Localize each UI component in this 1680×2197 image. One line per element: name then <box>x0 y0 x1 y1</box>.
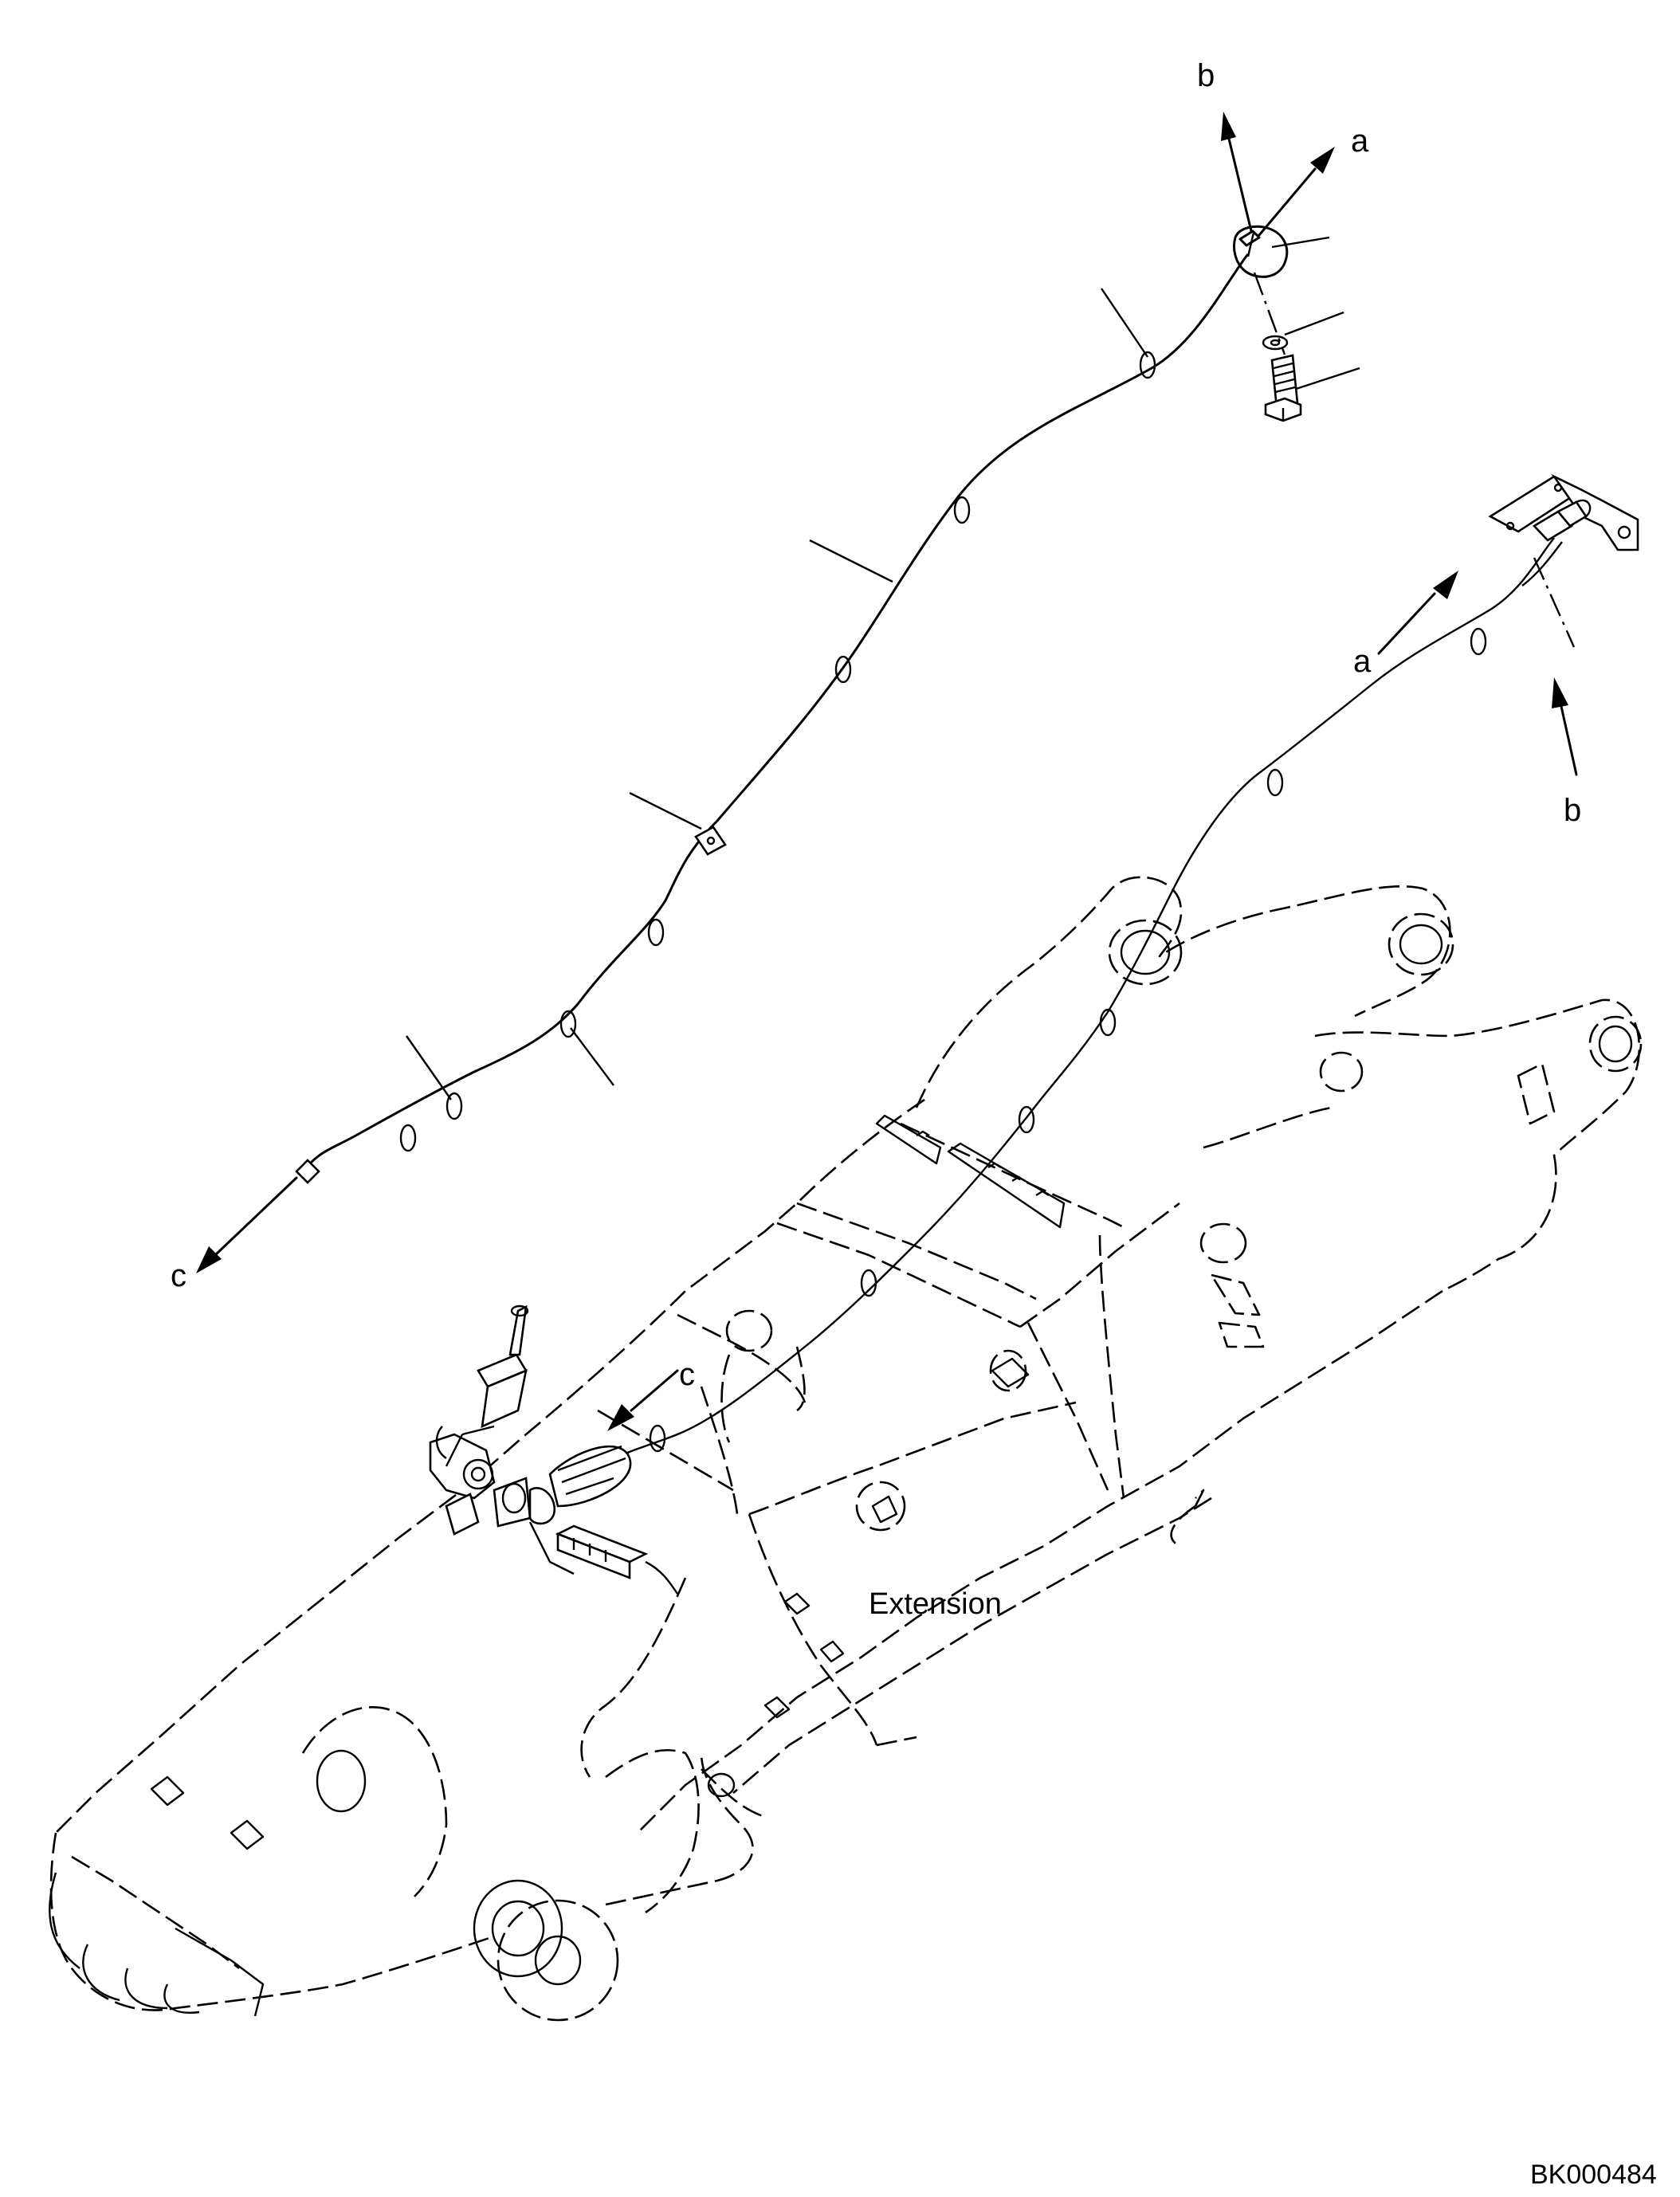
drawing-code: BK000484 <box>1530 2160 1657 2190</box>
label-b-right: b <box>1564 793 1581 828</box>
leader-clip <box>629 791 702 830</box>
boom-tie-6 <box>649 1424 666 1453</box>
label-b-top: b <box>1197 58 1215 93</box>
cable-tie-2 <box>953 496 971 524</box>
leader-cable <box>809 539 893 583</box>
leader-tie-6 <box>570 1027 614 1086</box>
harness-clamp-top <box>1233 225 1289 278</box>
label-a-right: a <box>1353 644 1372 679</box>
leader-bolt <box>1290 367 1360 392</box>
valve-assembly <box>429 1304 678 1595</box>
arrow-a-right <box>1377 571 1458 655</box>
extension-label: Extension <box>869 1587 1002 1621</box>
arrow-b-right <box>1552 677 1578 776</box>
washer <box>1262 335 1289 351</box>
bolt <box>1264 354 1302 422</box>
harness-clip-center <box>694 826 727 856</box>
arrow-a-top <box>1258 147 1335 237</box>
boom-tie-2 <box>1266 768 1284 797</box>
boom-tie-4 <box>1018 1105 1035 1134</box>
label-c-mid: c <box>679 1357 695 1392</box>
cable-tie-8 <box>399 1124 417 1152</box>
boom-extension <box>49 876 1643 2022</box>
boom-tie-5 <box>860 1269 877 1297</box>
leader-tie-1 <box>1101 288 1148 358</box>
harness-cable <box>305 253 1249 1169</box>
harness-assembly: b a c <box>171 58 1369 1293</box>
arrow-c-left <box>196 1176 298 1273</box>
boom-tie-1 <box>1470 627 1487 656</box>
leader-tie-7 <box>406 1035 452 1100</box>
arrow-c-mid <box>607 1369 679 1431</box>
installed-harness: a b c <box>429 473 1639 1595</box>
leader-clamp <box>1271 236 1330 249</box>
label-a-top: a <box>1351 124 1369 159</box>
harness-end-connector <box>295 1159 320 1184</box>
cable-tie-5 <box>647 918 665 947</box>
leader-washer <box>1284 311 1344 336</box>
arrow-b-top <box>1221 112 1253 233</box>
label-c-left: c <box>171 1258 186 1293</box>
sensor-bracket <box>1488 473 1639 551</box>
